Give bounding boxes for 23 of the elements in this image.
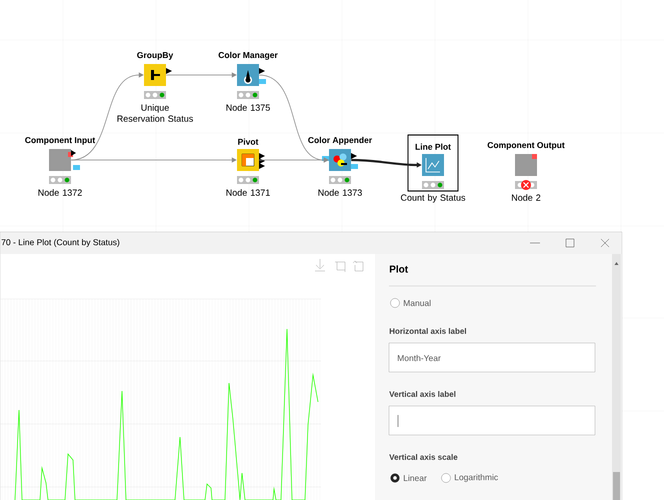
node-title: Color Manager [218, 52, 278, 60]
node-label: Unique Reservation Status [117, 104, 193, 122]
node-title: Line Plot [416, 144, 451, 150]
node-title: Pivot [238, 138, 258, 145]
node-label: Node 1371 [226, 189, 270, 196]
node-label: Node 1373 [318, 189, 362, 196]
node-label: Node 1375 [226, 104, 270, 111]
node-label: Node 1372 [38, 189, 82, 196]
node-label: Count by Status [400, 194, 466, 203]
input-field: Month-Year [388, 342, 596, 372]
option-label: Manual [404, 300, 430, 306]
field-label: Vertical axis scale [389, 454, 458, 460]
field-label: Vertical axis label [389, 391, 456, 397]
window-title: 70 - Line Plot (Count by Status) [2, 239, 120, 247]
node-label: Node 2 [512, 194, 540, 201]
node-title: Component Input [25, 137, 96, 145]
section-heading: Plot [390, 265, 408, 273]
node-title: Color Appender [308, 136, 372, 145]
node-title: Component Output [488, 142, 565, 150]
field-label: Horizontal axis label [390, 328, 466, 334]
option-label: Linear [404, 474, 427, 482]
node-title: GroupBy [137, 52, 174, 60]
option-label: Logarithmic [454, 474, 498, 482]
